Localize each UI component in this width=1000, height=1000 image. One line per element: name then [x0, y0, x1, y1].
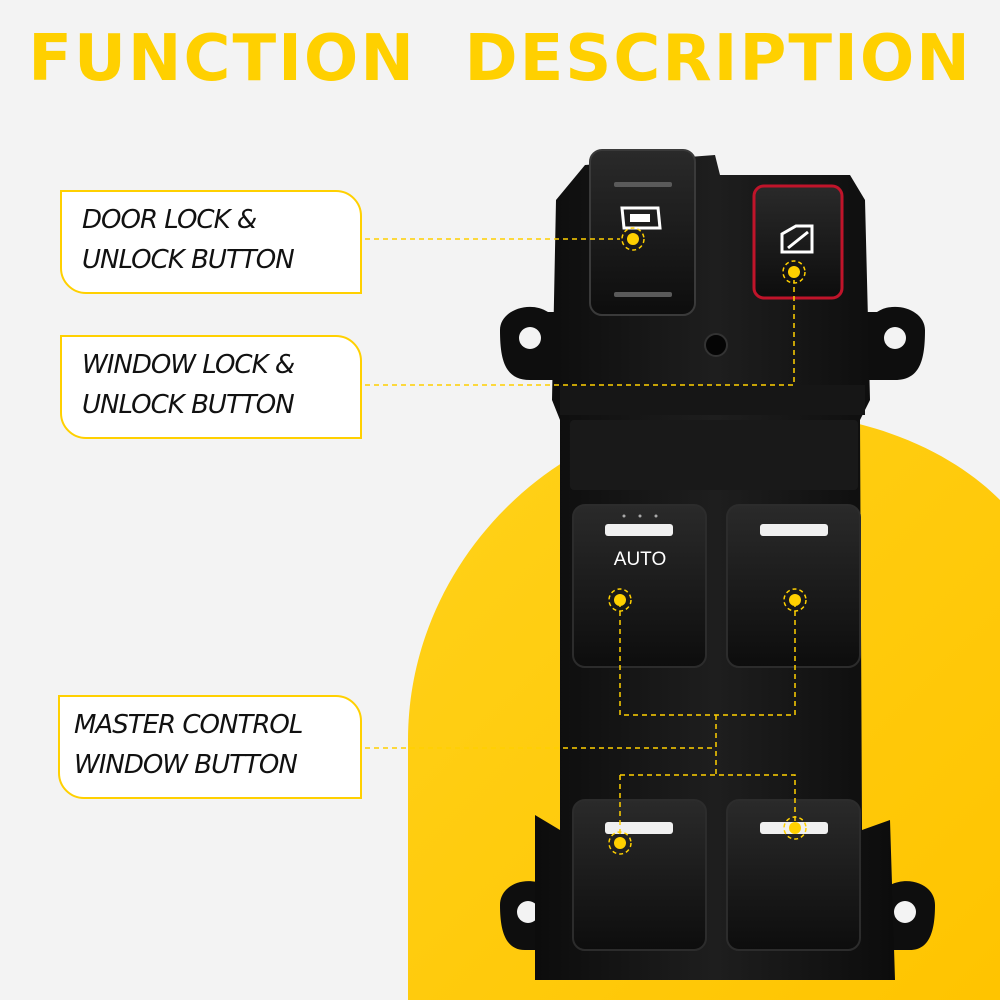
callout-door-lock: DOOR LOCK & UNLOCK BUTTON [60, 190, 362, 294]
marker-rear-right [783, 816, 807, 840]
callout-window-lock: WINDOW LOCK & UNLOCK BUTTON [60, 335, 362, 439]
callout-window-lock-line1: WINDOW LOCK & [82, 350, 295, 380]
window-rocker-front-left[interactable]: AUTO [572, 504, 707, 668]
marker-front-right [783, 588, 807, 612]
page-title: FUNCTION DESCRIPTION [28, 22, 972, 96]
auto-label: AUTO [614, 549, 666, 570]
callout-master-control-line1: MASTER CONTROL [74, 710, 303, 740]
marker-window-lock [782, 260, 806, 284]
callout-window-lock-line2: UNLOCK BUTTON [82, 390, 295, 420]
door-lock-key[interactable] [589, 149, 696, 316]
target-markers [608, 227, 807, 855]
window-lock-icon [780, 224, 814, 254]
window-lock-key[interactable] [752, 184, 844, 300]
door-lock-icon [620, 206, 662, 230]
marker-door-lock [621, 227, 645, 251]
window-rocker-front-right[interactable] [726, 504, 861, 668]
callout-door-lock-line2: UNLOCK BUTTON [82, 245, 295, 275]
callout-door-lock-line1: DOOR LOCK & [82, 205, 257, 235]
window-rocker-rear-right[interactable] [726, 799, 861, 951]
marker-front-left [608, 588, 632, 612]
callout-master-control: MASTER CONTROL WINDOW BUTTON [58, 695, 362, 799]
callout-master-control-line2: WINDOW BUTTON [74, 750, 298, 780]
window-rocker-rear-left[interactable] [572, 799, 707, 951]
marker-rear-left [608, 831, 632, 855]
leader-lines [365, 238, 796, 842]
window-switch-body [500, 155, 935, 980]
